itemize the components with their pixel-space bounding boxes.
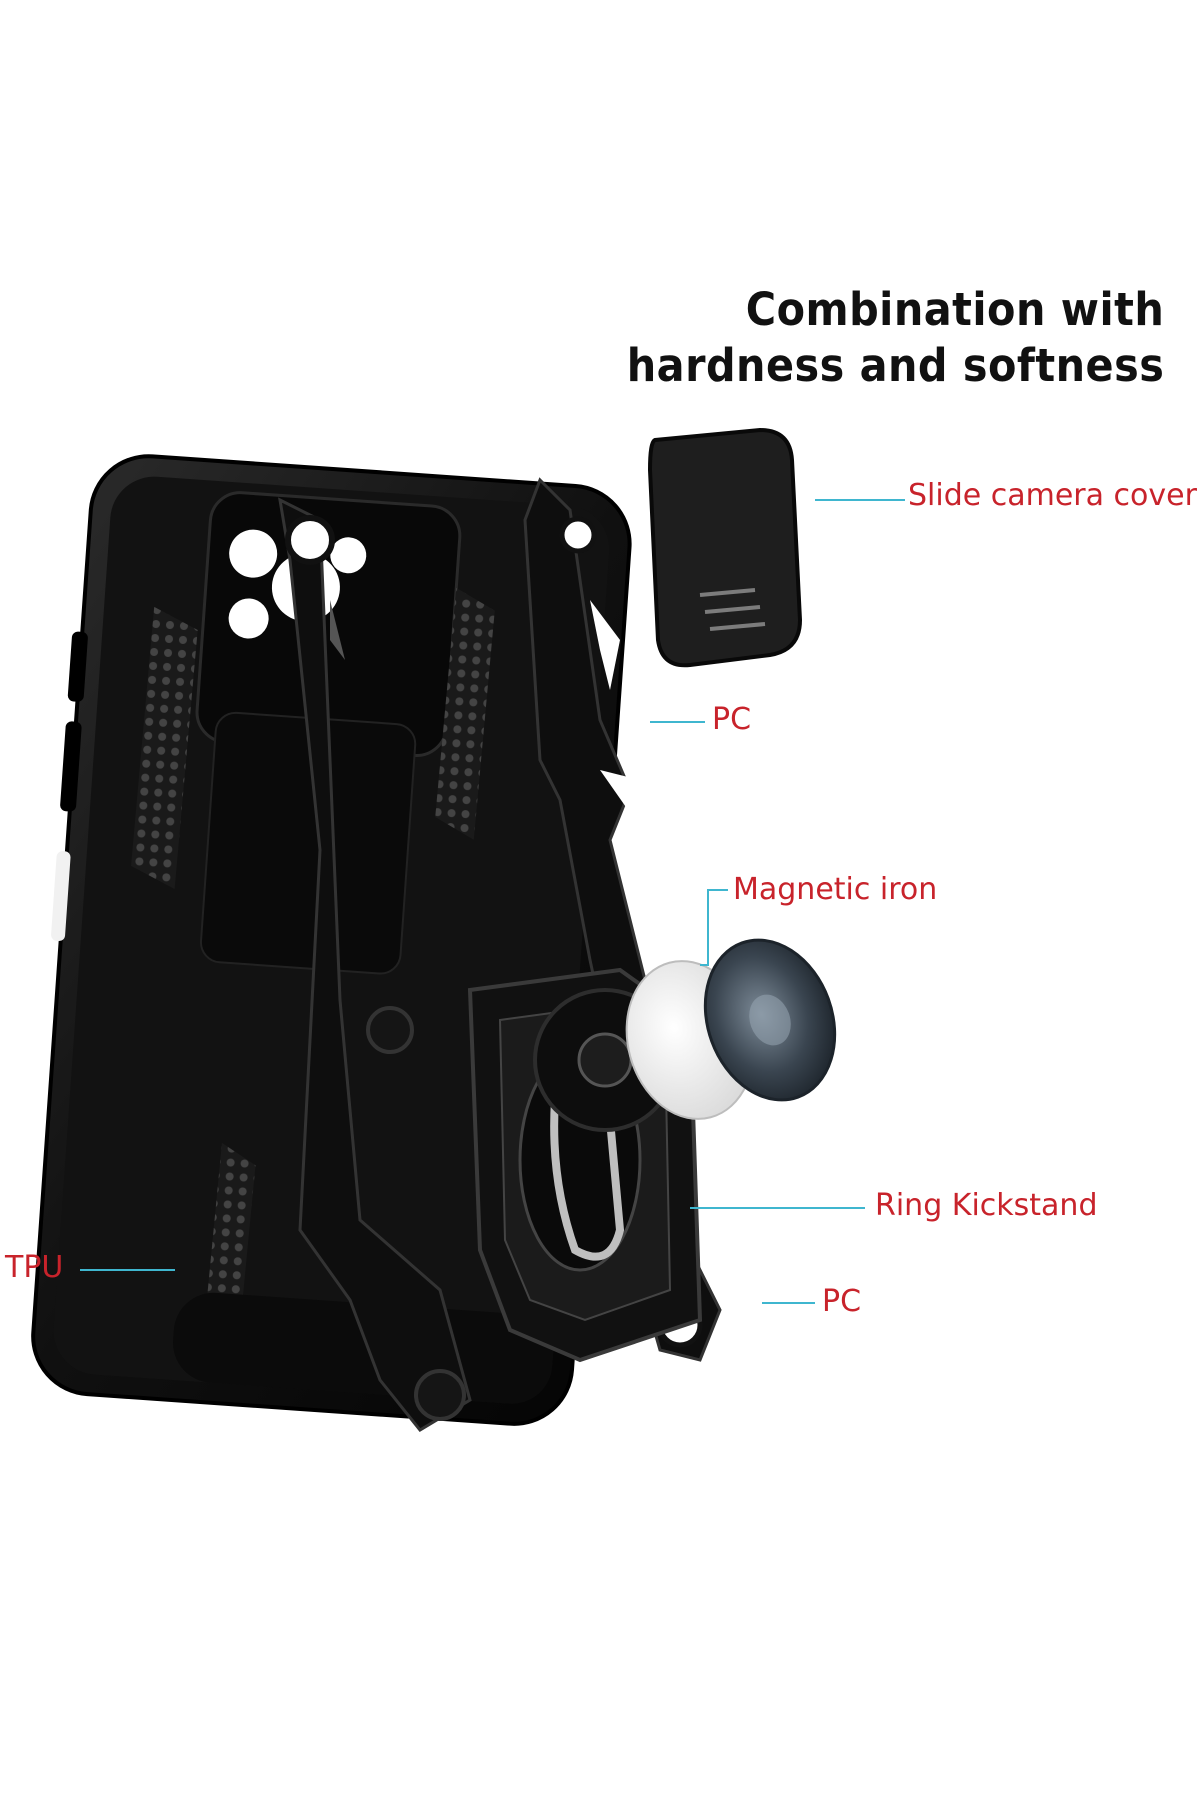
pc-frame-center — [278, 497, 472, 1432]
magnetic-iron — [625, 938, 837, 1120]
callout-pc-top: PC — [712, 702, 752, 737]
slide-camera-cover — [647, 427, 803, 668]
callout-ring-kickstand: Ring Kickstand — [875, 1188, 1098, 1223]
leader-magnetic-iron — [700, 889, 728, 966]
callout-slide-camera-cover: Slide camera cover — [908, 478, 1197, 513]
callout-tpu: TPU — [5, 1250, 64, 1285]
callout-pc-bottom: PC — [822, 1284, 862, 1319]
callout-magnetic-iron: Magnetic iron — [733, 872, 938, 907]
leader-lines — [80, 499, 905, 1304]
headline: Combination with hardness and softness — [626, 282, 1164, 394]
headline-line-1: Combination with — [745, 283, 1164, 336]
headline-line-2: hardness and softness — [626, 339, 1164, 392]
